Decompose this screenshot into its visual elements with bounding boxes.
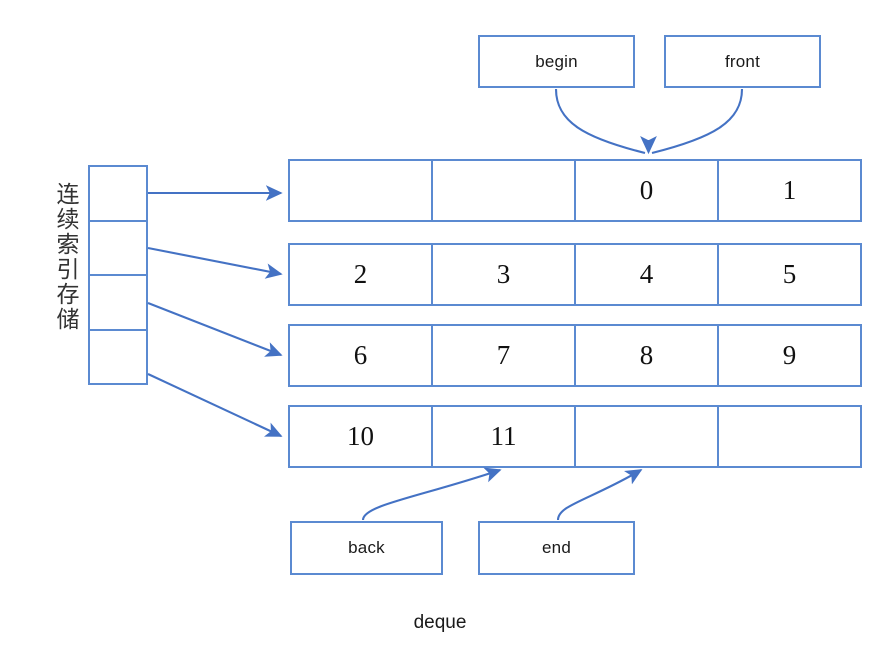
map-arrow-3 xyxy=(147,302,283,357)
front-arrow xyxy=(651,88,744,155)
buffer-row: 0 1 xyxy=(288,159,862,222)
buffer-cell: 6 xyxy=(288,324,432,387)
buffer-cell: 11 xyxy=(432,405,575,468)
pointer-box-begin[interactable]: begin xyxy=(478,35,635,88)
buffer-row: 6 7 8 9 xyxy=(288,324,862,387)
buffer-cell xyxy=(288,159,432,222)
buffer-cell: 8 xyxy=(575,324,718,387)
back-arrow xyxy=(361,467,502,521)
buffer-cell: 0 xyxy=(575,159,718,222)
pointer-box-end[interactable]: end xyxy=(478,521,635,575)
buffer-cell: 1 xyxy=(718,159,862,222)
end-arrow xyxy=(556,469,643,521)
pointer-box-back[interactable]: back xyxy=(290,521,443,575)
buffer-cell: 10 xyxy=(288,405,432,468)
map-cell xyxy=(88,165,148,221)
storage-label: 连续索引存储 xyxy=(52,182,78,332)
buffer-cell xyxy=(718,405,862,468)
buffer-cell: 5 xyxy=(718,243,862,306)
buffer-cell xyxy=(432,159,575,222)
buffer-cell: 7 xyxy=(432,324,575,387)
buffer-cell: 9 xyxy=(718,324,862,387)
map-cell xyxy=(88,275,148,330)
buffer-row: 2 3 4 5 xyxy=(288,243,862,306)
buffer-cell: 4 xyxy=(575,243,718,306)
map-arrow-4 xyxy=(147,373,283,437)
buffer-row: 10 11 xyxy=(288,405,862,468)
begin-arrow xyxy=(554,88,646,155)
map-column xyxy=(88,165,148,385)
diagram-caption: deque xyxy=(413,612,467,633)
buffer-cell: 2 xyxy=(288,243,432,306)
buffer-cell: 3 xyxy=(432,243,575,306)
pointer-box-front[interactable]: front xyxy=(664,35,821,88)
buffer-cell xyxy=(575,405,718,468)
map-cell xyxy=(88,220,148,275)
map-cell xyxy=(88,329,148,385)
map-arrow-2 xyxy=(147,246,283,279)
